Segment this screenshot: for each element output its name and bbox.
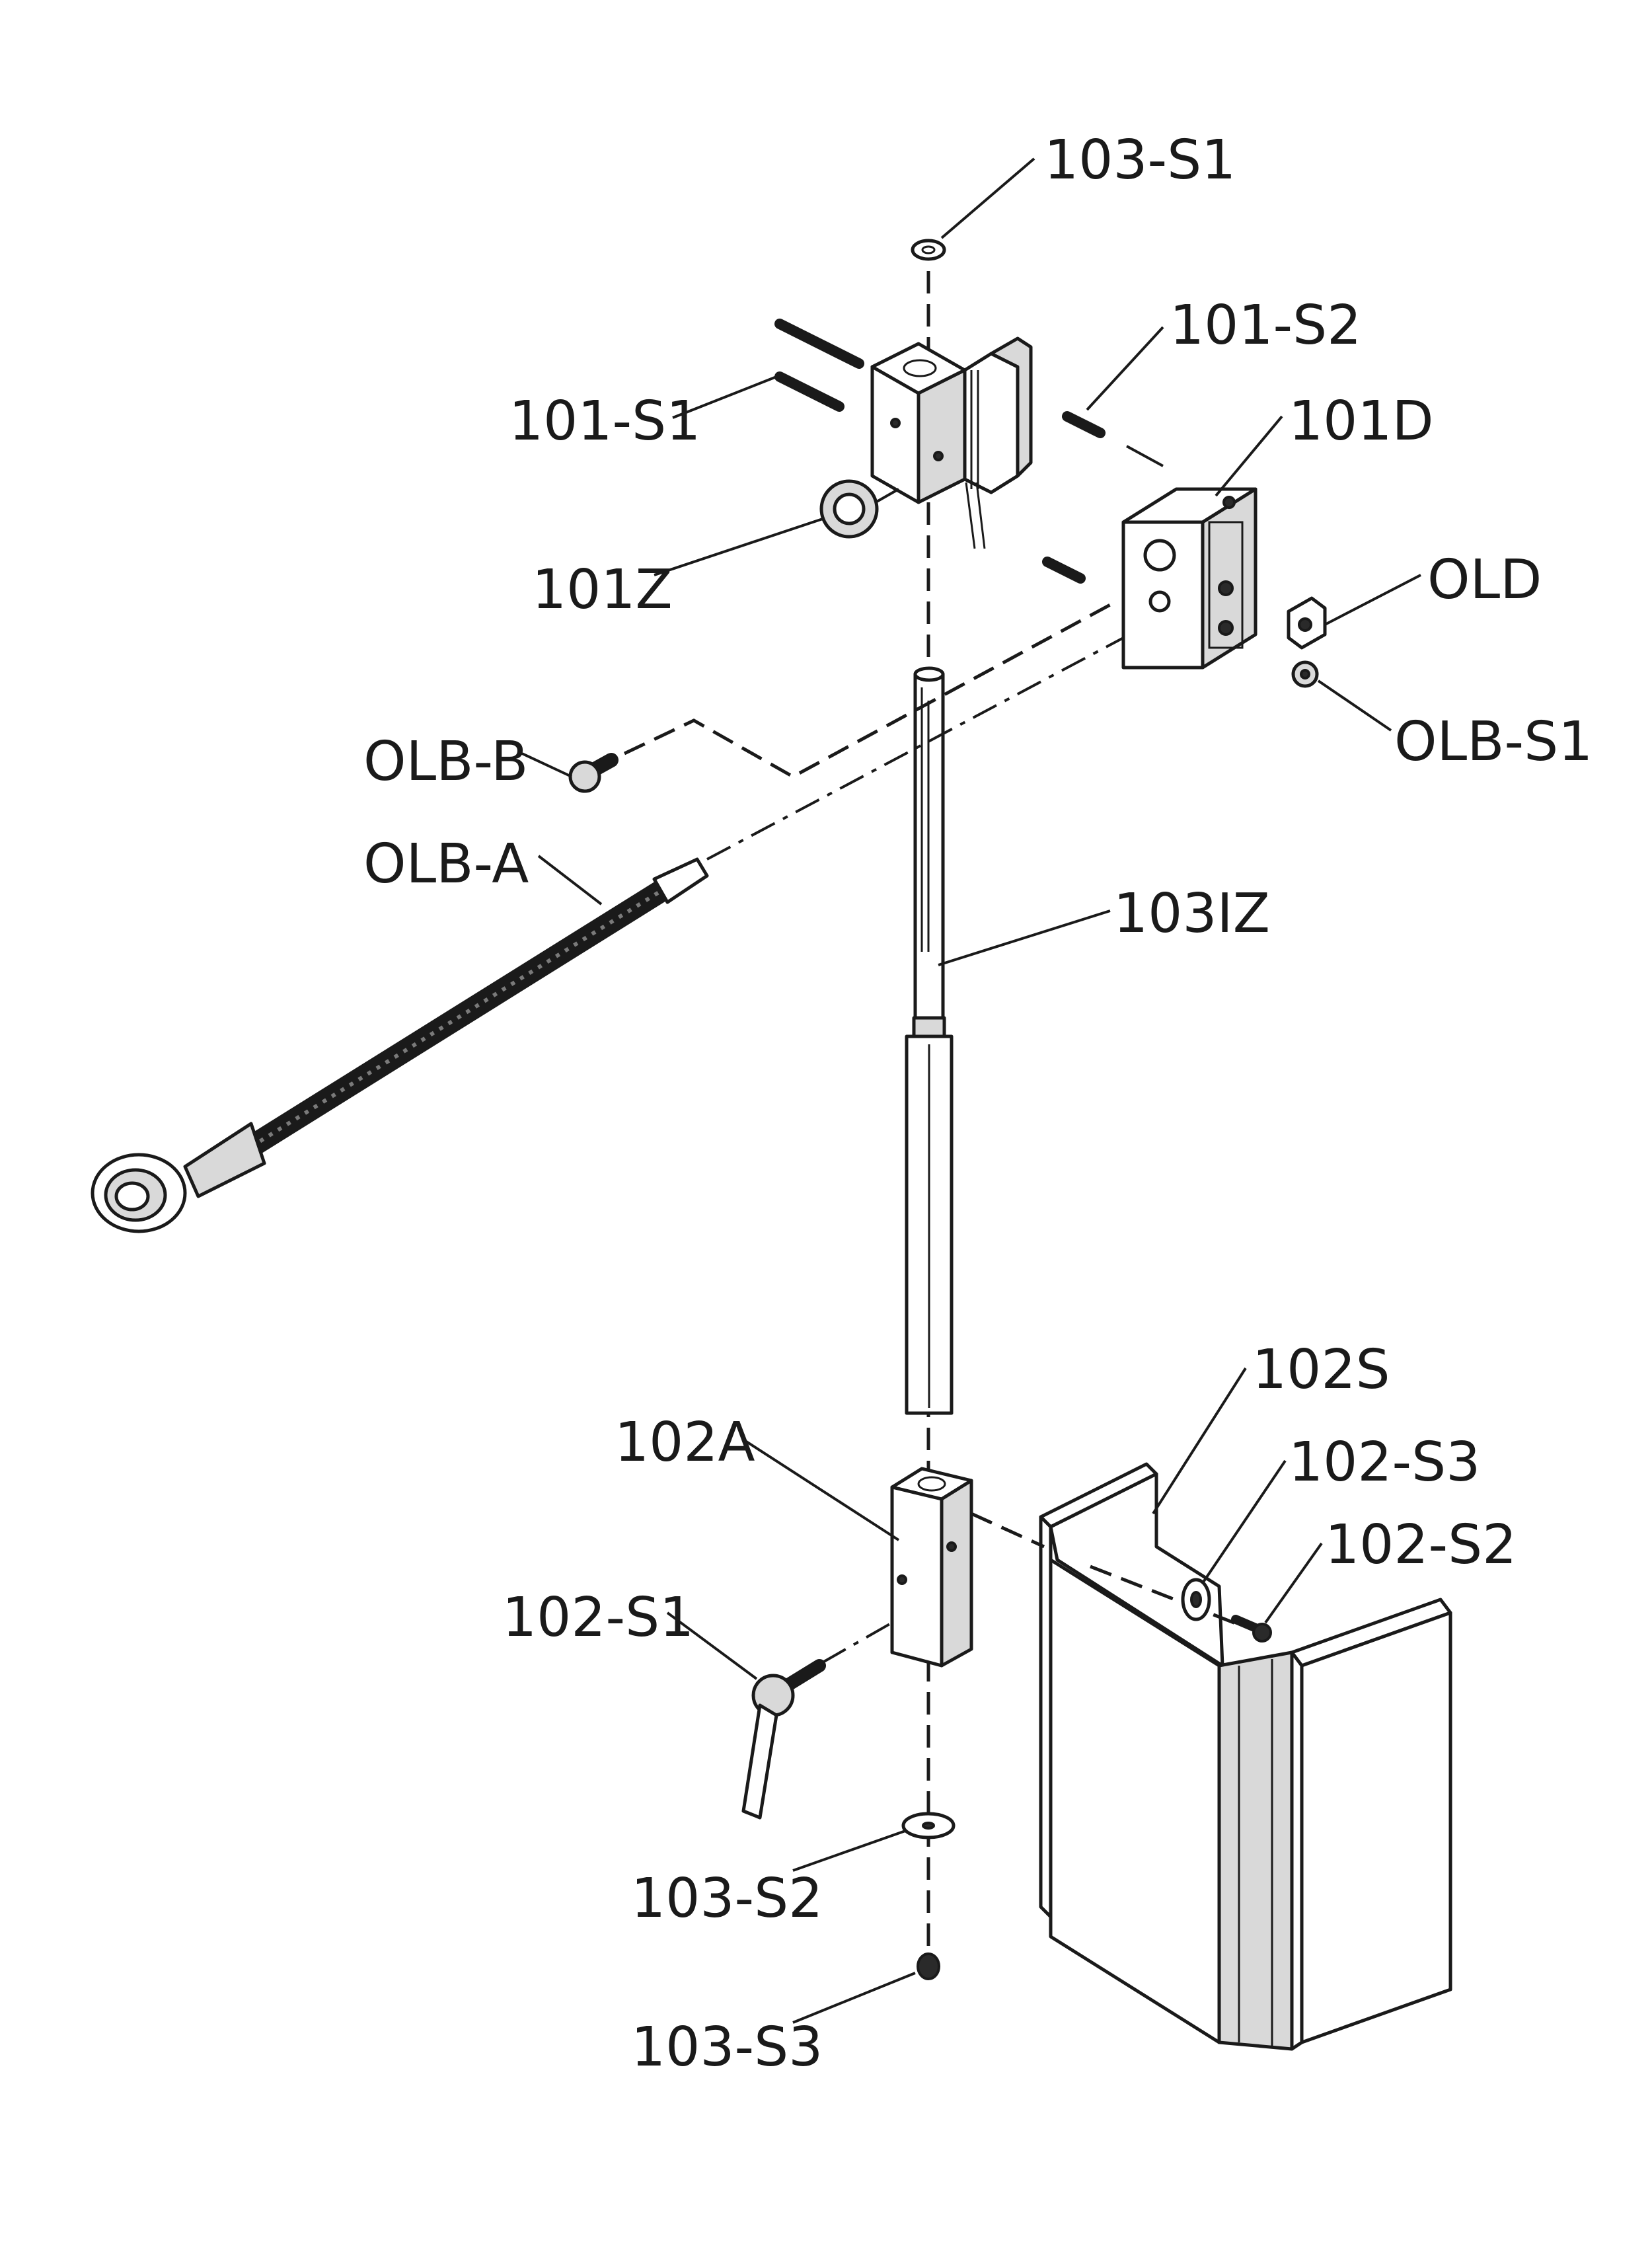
- part-101-clamp-block: [870, 336, 1033, 549]
- leader-103-S1: [940, 157, 1035, 239]
- leader-101-S2: [1086, 326, 1164, 411]
- callout-102-S1: 102-S1: [502, 1586, 694, 1649]
- part-101-S1-screws: [774, 319, 864, 412]
- leader-101Z: [654, 518, 823, 576]
- leader-102-S2: [1264, 1542, 1323, 1624]
- leader-103IZ: [938, 909, 1111, 966]
- part-101D-block: [1121, 487, 1258, 670]
- part-OLD-bracket: [1287, 596, 1327, 650]
- part-102-S3-washer: [1181, 1578, 1211, 1621]
- leader-OLD: [1324, 574, 1421, 626]
- callout-OLB-S1: OLB-S1: [1394, 711, 1593, 773]
- callout-102S: 102S: [1252, 1338, 1390, 1401]
- part-102-S2-screw: [1231, 1615, 1272, 1643]
- part-101Z-knob: [819, 479, 899, 539]
- part-103IZ-upper-rod: [912, 666, 946, 1038]
- part-103-S1-washer: [911, 239, 946, 261]
- part-103-S3-screw: [917, 1952, 940, 1980]
- callout-OLB-B: OLB-B: [363, 730, 528, 793]
- leader-OLB-A: [537, 855, 603, 906]
- 102-S2-axis: [1090, 1565, 1243, 1628]
- part-103-lower-rod: [905, 1034, 954, 1415]
- callout-101Z: 101Z: [532, 559, 673, 621]
- leader-103-S2: [792, 1830, 906, 1872]
- callout-102-S2: 102-S2: [1325, 1514, 1517, 1576]
- callout-101-S2: 101-S2: [1170, 294, 1361, 357]
- part-OLB-B-screw: [568, 753, 619, 793]
- callout-103-S2: 103-S2: [631, 1867, 823, 1930]
- 102S-mount-axis: [970, 1512, 1045, 1549]
- leader-103-S3: [792, 1972, 916, 2024]
- callout-103-S1: 103-S1: [1044, 129, 1236, 192]
- part-102-S1-lever: [741, 1659, 826, 1820]
- part-101-S2-screws: [1042, 411, 1164, 584]
- leader-OLB-B: [521, 752, 572, 778]
- callout-101-S1: 101-S1: [509, 390, 700, 453]
- part-OLB-S1-screw: [1291, 660, 1319, 688]
- part-103-S2-washer: [901, 1812, 956, 1839]
- callout-102A: 102A: [615, 1411, 755, 1474]
- leader-101-S1: [672, 374, 780, 419]
- part-102S-bracket: [1039, 1462, 1452, 2051]
- callout-102-S3: 102-S3: [1289, 1431, 1480, 1494]
- callout-103IZ: 103IZ: [1113, 882, 1270, 945]
- callout-103-S3: 103-S3: [631, 2016, 823, 2079]
- leader-102A: [744, 1440, 900, 1541]
- part-102A-block: [890, 1467, 973, 1668]
- leader-102-S1: [666, 1611, 758, 1680]
- leader-101D: [1215, 415, 1283, 497]
- leader-102S: [1152, 1367, 1247, 1515]
- part-OLB-A-flex-arm: [91, 857, 709, 1233]
- 102-S1-axis: [822, 1621, 893, 1664]
- leader-OLB-S1: [1317, 679, 1392, 732]
- callout-101D: 101D: [1289, 390, 1434, 453]
- callout-OLB-A: OLB-A: [363, 833, 529, 896]
- leader-102-S3: [1201, 1459, 1287, 1584]
- callout-OLD: OLD: [1427, 549, 1542, 611]
- callout-labels: 103-S1 101-S2 101-S1 101D 101Z OLD OLB-S…: [363, 129, 1593, 2079]
- leader-lines: [521, 157, 1421, 2024]
- olb-b-offset-line: [623, 603, 1111, 779]
